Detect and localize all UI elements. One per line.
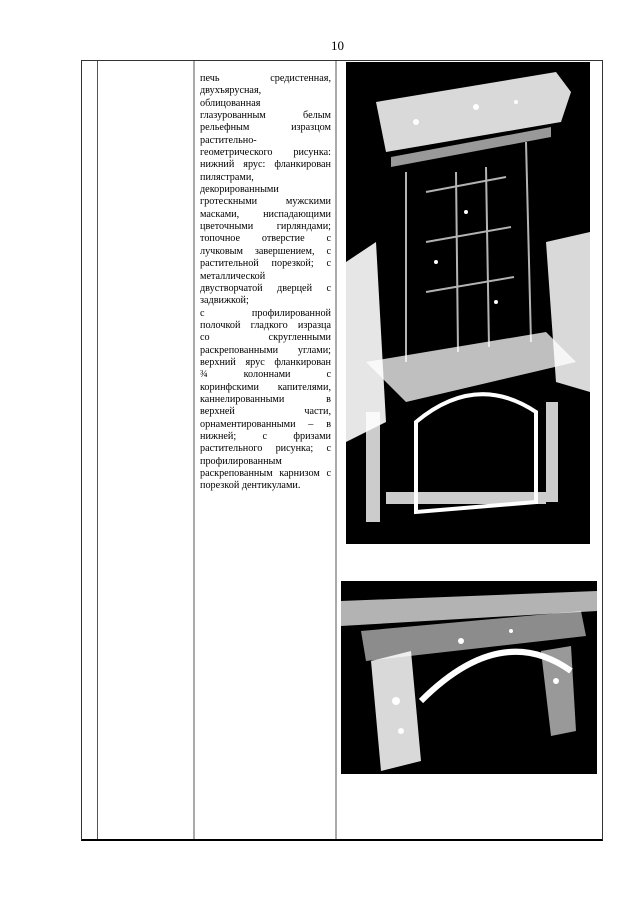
description-line: двухъярусная, <box>200 85 262 97</box>
description-line: гротескными мужскими <box>200 196 331 208</box>
description-line: задвижкой; <box>200 295 249 307</box>
description-line: лучковым завершением, с <box>200 245 331 257</box>
description-line: рельефным изразцом <box>200 122 331 134</box>
description-line: двустворчатой дверцей с <box>200 282 331 294</box>
description-line: топочное отверстие с <box>200 233 331 245</box>
description-line: масками, ниспадающими <box>200 208 331 220</box>
description-line: раскрепованными углами; <box>200 344 331 356</box>
description-line: верхний ярус фланкирован <box>200 356 331 368</box>
description-line: профилированным <box>200 455 282 467</box>
stove-photo-detail-arch <box>341 581 597 774</box>
description-line: коринфскими капителями, <box>200 381 331 393</box>
stove-photo-image <box>346 62 590 544</box>
column-divider <box>193 61 195 839</box>
description-line: глазурованным белым <box>200 110 331 122</box>
description-line: полочкой гладкого изразца <box>200 319 331 331</box>
stove-detail-image <box>341 581 597 774</box>
description-line: ¾ колоннами с <box>200 369 331 381</box>
description-line: каннелированными в <box>200 393 331 405</box>
object-description-table: печь средистенная,двухъярусная,облицован… <box>81 60 603 841</box>
description-cell: печь средистенная,двухъярусная,облицован… <box>200 73 331 493</box>
description-line: нижней; с фризами <box>200 430 331 442</box>
column-divider <box>97 61 98 839</box>
description-line: орнаментированными – в <box>200 418 331 430</box>
page-number: 10 <box>331 38 344 53</box>
description-line: металлической <box>200 270 266 282</box>
stove-photo-full-view <box>346 62 590 544</box>
description-line: со скругленными <box>200 332 331 344</box>
description-line: нижний ярус: фланкирован <box>200 159 331 171</box>
description-line: порезкой дентикулами. <box>200 480 301 492</box>
description-line: верхней части, <box>200 406 331 418</box>
column-divider <box>335 61 337 839</box>
description-line: пилястрами, <box>200 171 254 183</box>
description-line: раскрепованным карнизом с <box>200 468 331 479</box>
description-line: геометрического рисунка: <box>200 147 331 159</box>
description-line: цветочными гирляндами; <box>200 221 331 233</box>
description-line: облицованная <box>200 97 261 109</box>
description-line: растительного рисунка; с <box>200 443 331 455</box>
description-line: с профилированной <box>200 307 331 319</box>
description-line: растительной порезкой; с <box>200 258 331 270</box>
description-line: декорированными <box>200 184 279 196</box>
description-line: печь средистенная, <box>200 73 331 84</box>
description-line: растительно- <box>200 134 257 146</box>
